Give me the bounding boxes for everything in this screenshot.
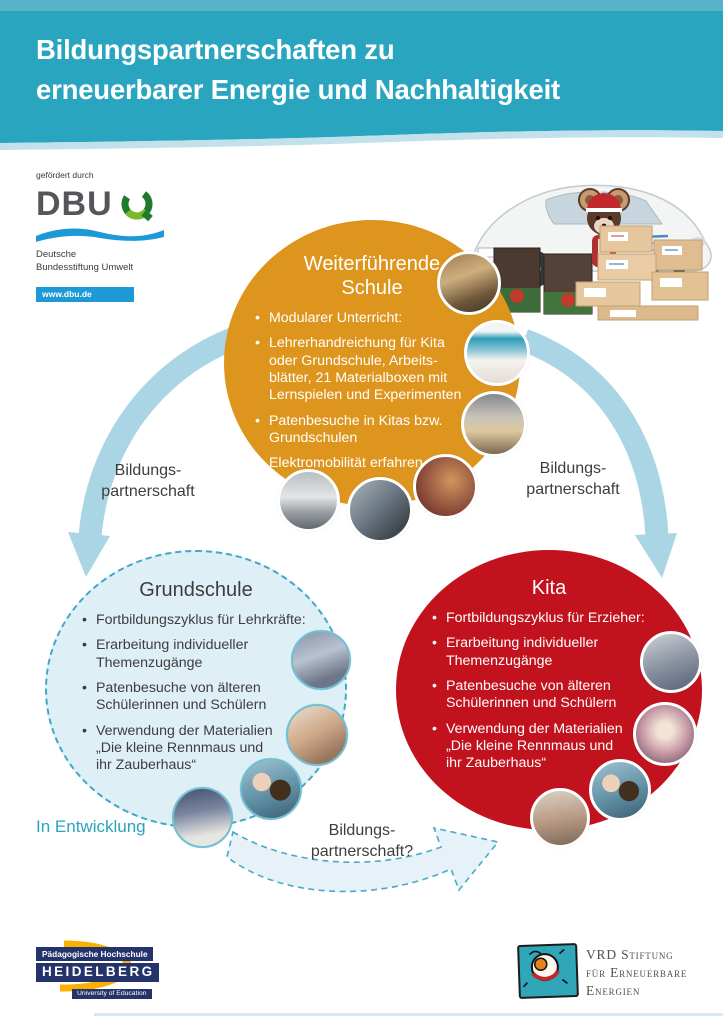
list-item: Patenbesuche in Kitas bzw. Grundschulen (255, 413, 494, 448)
bullet-text: Erarbeitung individueller Themenzugänge (445, 635, 599, 669)
dbu-funder-logo: gefördert durch DBU Deutsche Bundesstift… (36, 170, 206, 302)
photo-girls-reading (286, 704, 348, 766)
bullet-text: Patenbesuche von älteren Schülerinnen un… (95, 679, 267, 714)
photo-training-session (640, 631, 702, 693)
dbu-website: www.dbu.de (42, 289, 92, 300)
photo-kids-drawing (172, 787, 233, 848)
node-bullet-list: Fortbildungszyklus für Lehrkräfte: Erarb… (47, 612, 345, 775)
vrd-stiftung-logo: VRD Stiftung für Erneuerbare Energien (514, 936, 714, 1006)
arrow-right (519, 329, 669, 537)
label-bildungspartnerschaft-bottom: Bildungs- partnerschaft? (310, 822, 414, 861)
photo-car-and-materials (471, 184, 712, 321)
node-bullet-list: Modularer Unterricht: Lehrerhandreichung… (224, 310, 520, 473)
photo-scooter-group (277, 469, 340, 532)
photo-puppet-presenter-right (589, 759, 651, 821)
material-boxes (575, 225, 709, 321)
list-item: Modularer Unterricht: (255, 310, 494, 327)
in-development-label: In Entwicklung (36, 817, 146, 836)
funded-by-label: gefördert durch (36, 170, 94, 180)
photo-kids-experiment (413, 454, 478, 519)
dbu-wave-icon (36, 228, 164, 242)
dbu-ring-icon (121, 188, 153, 222)
node-weiterfuehrende-schule: Weiterführende Schule Modularer Unterric… (224, 220, 520, 506)
list-item: Verwendung der Materialien „Die kleine R… (82, 723, 331, 775)
bullet-text: Verwendung der Materialien „Die kleine R… (445, 720, 623, 772)
label-bildungspartnerschaft-left: Bildungs- partnerschaft (101, 462, 195, 501)
node-title: Weiterführende Schule (303, 253, 441, 299)
bullet-text: Patenbesuche von älteren Schülerinnen un… (445, 677, 617, 712)
list-item: Patenbesuche von älteren Schülerinnen un… (82, 680, 331, 715)
heidelberg-line2: HEIDELBERG (36, 963, 159, 982)
list-item: Verwendung der Materialien „Die kleine R… (432, 721, 682, 773)
bullet-text: Elektromobilität erfahren (268, 455, 423, 472)
heidelberg-line3: University of Education (72, 988, 152, 999)
vrd-sun-icon (517, 942, 579, 1000)
photo-kids-with-boxes (461, 391, 527, 457)
heidelberg-line1: Pädagogische Hochschule (36, 947, 153, 961)
photo-teacher-handbook (464, 320, 530, 386)
arrow-left (78, 325, 245, 538)
list-item: Patenbesuche von älteren Schülerinnen un… (432, 678, 682, 713)
node-title: Kita (531, 577, 567, 599)
heidelberg-university-logo: Pädagogische Hochschule HEIDELBERG Unive… (26, 938, 196, 999)
footer-rule (94, 1013, 723, 1016)
list-item: Lehrerhandreichung für Kita oder Grundsc… (255, 335, 494, 404)
list-item: Elektromobilität erfahren (255, 455, 494, 472)
header-banner (0, 0, 723, 150)
bullet-text: Fortbildungszyklus für Lehrkräfte: (95, 612, 306, 628)
photo-workshop-table (291, 630, 351, 690)
list-item: Erarbeitung individueller Themenzugänge (82, 637, 331, 672)
vrd-name: VRD Stiftung für Erneuerbare Energien (586, 947, 688, 998)
bullet-text: Lehrerhandreichung für Kita oder Grundsc… (268, 335, 462, 404)
list-item: Erarbeitung individueller Themenzugänge (432, 635, 682, 670)
node-title: Grundschule (139, 579, 253, 601)
bullet-text: Verwendung der Materialien „Die kleine R… (95, 722, 273, 774)
photo-puppet-presenter-left (240, 758, 302, 820)
photo-girl-outdoor (530, 788, 590, 848)
bullet-text: Patenbesuche in Kitas bzw. Grundschulen (268, 412, 443, 446)
list-item: Fortbildungszyklus für Lehrkräfte: (82, 612, 331, 629)
list-item: Fortbildungszyklus für Erzieher: (432, 610, 682, 627)
dbu-website-bar: www.dbu.de (36, 286, 134, 302)
node-bullet-list: Fortbildungszyklus für Erzieher: Erarbei… (396, 610, 702, 773)
photo-child-magnifier (633, 702, 697, 766)
page-title: Bildungspartnerschaften zu erneuerbarer … (36, 34, 561, 105)
photo-car-interior (347, 477, 413, 543)
label-bildungspartnerschaft-right: Bildungs- partnerschaft (526, 460, 620, 499)
photo-material-boxes-shelf (437, 251, 501, 315)
bullet-text: Fortbildungszyklus für Erzieher: (445, 610, 645, 626)
dbu-org-name: Deutsche Bundesstiftung Umwelt (36, 249, 134, 274)
dbu-wordmark: DBU (36, 185, 113, 223)
node-kita: Kita Fortbildungszyklus für Erzieher: Er… (396, 550, 702, 830)
bullet-text: Erarbeitung individueller Themenzugänge (95, 637, 249, 671)
bullet-text: Modularer Unterricht: (268, 310, 403, 326)
